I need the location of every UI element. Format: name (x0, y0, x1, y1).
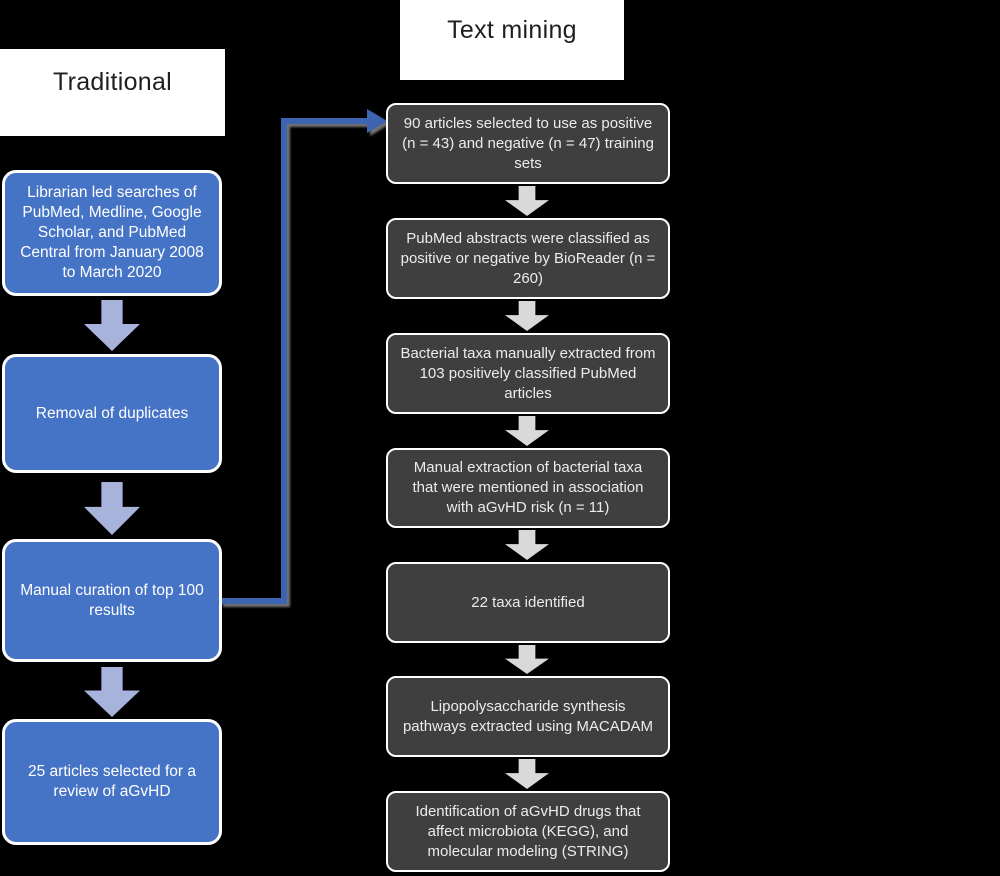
text-mining-step-5: 22 taxa identified (386, 562, 670, 643)
connector-segment-horizontal-bottom (220, 598, 283, 604)
down-arrow-icon (84, 482, 140, 535)
text-mining-step-7-label: Identification of aGvHD drugs that affec… (415, 802, 641, 860)
text-mining-step-1: 90 articles selected to use as positive … (386, 103, 670, 184)
text-mining-step-6-label: Lipopolysaccharide synthesis pathways ex… (402, 697, 654, 735)
down-arrow-icon (505, 759, 549, 789)
traditional-step-1-label: Librarian led searches of PubMed, Medlin… (20, 184, 204, 281)
traditional-step-3: Manual curation of top 100 results (2, 539, 222, 662)
text-mining-step-6: Lipopolysaccharide synthesis pathways ex… (386, 676, 670, 757)
traditional-step-2: Removal of duplicates (2, 354, 222, 473)
down-arrow-icon (84, 300, 140, 351)
text-mining-step-3-label: Bacterial taxa manually extracted from 1… (400, 344, 656, 402)
text-mining-step-2-label: PubMed abstracts were classified as posi… (400, 229, 656, 287)
text-mining-step-4-label: Manual extraction of bacterial taxa that… (412, 459, 644, 516)
text-mining-column-title: Text mining (400, 0, 624, 80)
text-mining-step-4: Manual extraction of bacterial taxa that… (386, 448, 670, 528)
connector-segment-vertical (281, 118, 287, 604)
traditional-step-4-label: 25 articles selected for a review of aGv… (27, 763, 196, 800)
text-mining-step-5-label: 22 taxa identified (471, 593, 585, 611)
down-arrow-icon (505, 416, 549, 446)
down-arrow-icon (84, 667, 140, 717)
traditional-step-1: Librarian led searches of PubMed, Medlin… (2, 170, 222, 296)
down-arrow-icon (505, 530, 549, 560)
traditional-step-2-label: Removal of duplicates (35, 404, 189, 422)
traditional-title-label: Traditional (52, 68, 173, 96)
down-arrow-icon (505, 186, 549, 216)
connector-right-arrowhead-icon (367, 109, 387, 133)
text-mining-step-3: Bacterial taxa manually extracted from 1… (386, 333, 670, 414)
traditional-step-4: 25 articles selected for a review of aGv… (2, 719, 222, 845)
connector-segment-horizontal-top (285, 118, 369, 124)
text-mining-step-1-label: 90 articles selected to use as positive … (402, 114, 654, 172)
text-mining-title-label: Text mining (447, 15, 577, 44)
traditional-step-3-label: Manual curation of top 100 results (20, 581, 204, 619)
down-arrow-icon (505, 645, 549, 674)
text-mining-step-7: Identification of aGvHD drugs that affec… (386, 791, 670, 872)
down-arrow-icon (505, 301, 549, 331)
traditional-column-title: Traditional (0, 49, 225, 136)
text-mining-step-2: PubMed abstracts were classified as posi… (386, 218, 670, 299)
